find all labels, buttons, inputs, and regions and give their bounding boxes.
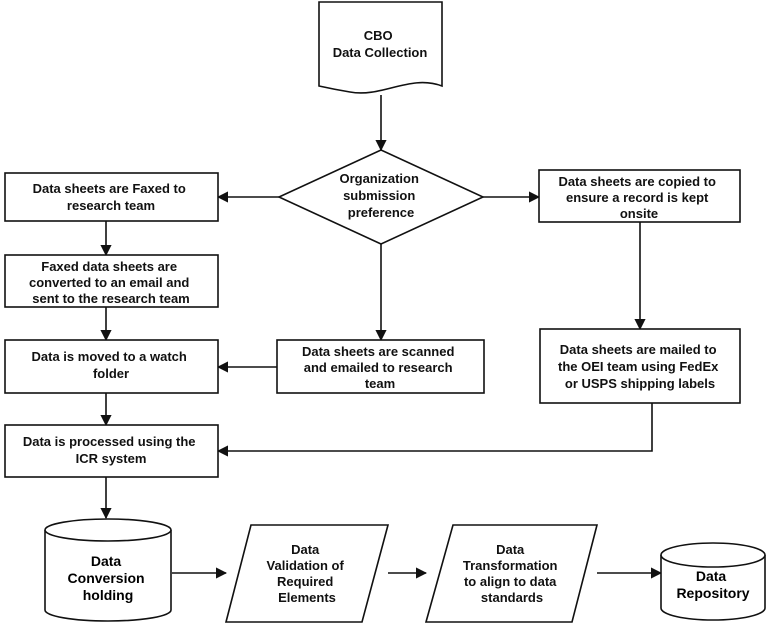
svg-text:Data is moved to a watch: Data is moved to a watch folder bbox=[32, 349, 191, 381]
svg-text:Data Conversion ho: Data Conversion holding bbox=[68, 553, 149, 603]
submission-preference-decision: Organization submission preference bbox=[277, 149, 485, 245]
scanned-node: Data sheets are scanned and emailed to r… bbox=[276, 339, 485, 394]
data-conversion-holding-store: Data Conversion holding bbox=[44, 518, 172, 622]
data-transformation-node: Data Transformation to align to data sta… bbox=[424, 524, 599, 623]
icr-processing-node: Data is processed using the ICR system bbox=[4, 424, 219, 478]
fax-to-email-node: Faxed data sheets are converted to an em… bbox=[4, 254, 219, 308]
svg-text:CBO Data Collection: CBO Data Collection bbox=[333, 28, 428, 60]
watch-folder-node: Data is moved to a watch folder bbox=[4, 339, 219, 394]
arrow-mailed-to-icr bbox=[216, 403, 653, 457]
data-validation-node: Data Validation of Required Elements bbox=[224, 524, 390, 623]
svg-text:Data Repository: Data Repository bbox=[676, 568, 749, 601]
svg-text:Data sheets are Faxed to: Data sheets are Faxed to research team bbox=[33, 181, 190, 213]
svg-text:Faxed data sheets are co: Faxed data sheets are converted to an em… bbox=[29, 259, 193, 306]
copied-node: Data sheets are copied to ensure a recor… bbox=[538, 169, 741, 223]
svg-text:Data Transformation: Data Transformation to align to data sta… bbox=[463, 542, 561, 605]
svg-text:Data is processed using the: Data is processed using the ICR system bbox=[23, 434, 199, 466]
mailed-node: Data sheets are mailed to the OEI team u… bbox=[539, 328, 741, 404]
connectors bbox=[100, 95, 663, 579]
data-repository-store: Data Repository bbox=[660, 542, 766, 621]
cbo-data-collection-node: CBO Data Collection bbox=[318, 1, 443, 94]
svg-text:Data Validation of: Data Validation of Required Elements bbox=[267, 542, 348, 605]
svg-text:Data sheets are copied to: Data sheets are copied to ensure a recor… bbox=[558, 174, 719, 221]
svg-text:Data sheets are mailed to: Data sheets are mailed to the OEI team u… bbox=[558, 342, 722, 391]
svg-text:Organization submission: Organization submission preference bbox=[339, 171, 422, 220]
faxed-node: Data sheets are Faxed to research team bbox=[4, 172, 219, 222]
svg-text:Data sheets are scanned: Data sheets are scanned and emailed to r… bbox=[302, 344, 458, 391]
